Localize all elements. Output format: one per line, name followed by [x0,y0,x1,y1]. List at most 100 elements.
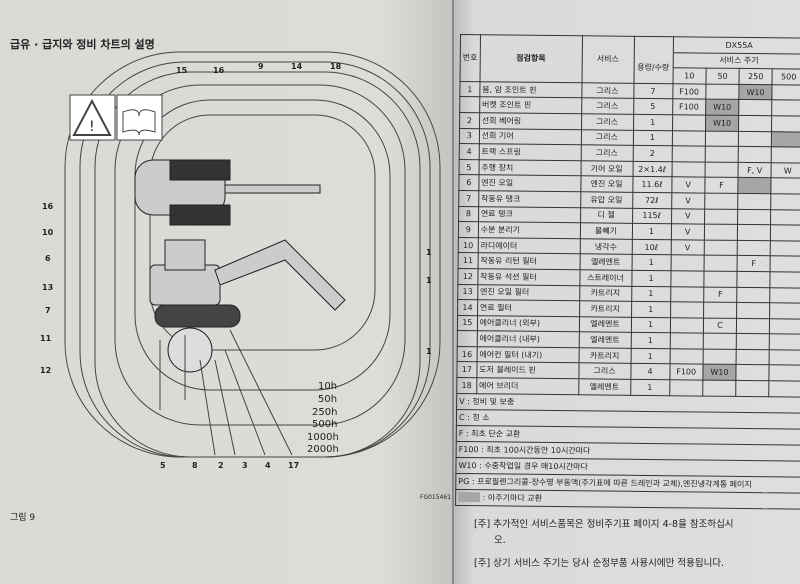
header-qty: 용량/수량 [633,51,673,84]
row-item: 작동유 석션 필터 [477,268,580,286]
legend-text: V : 정비 및 보충 [459,396,515,407]
row-interval-cell [670,270,704,287]
row-interval-cell: V [671,192,705,209]
row-qty: 1 [631,270,671,287]
row-service: 엘레멘트 [579,254,632,271]
row-qty: 2×1.4ℓ [632,161,672,178]
row-service: 엘레멘트 [578,332,632,349]
row-interval-cell [705,146,739,163]
callout: 16 [213,66,225,75]
row-number: 15 [457,315,478,331]
row-number: 6 [458,174,479,191]
row-qty: 1 [631,223,672,240]
row-service: 엘레멘트 [578,316,632,333]
row-number: 16 [457,346,477,363]
callout: 15 [176,66,188,75]
right-page: 번호 점검항목 서비스 DX55A 용량/수량 서비스 주기 10 50 250… [454,0,800,584]
note: [주] 상기 서비스 주기는 당사 순정부품 사용시에만 적용됩니다. [474,558,725,569]
row-item: 연료 필터 [477,299,580,317]
interval-label: 500h [312,419,338,430]
row-interval-cell: V [671,208,705,225]
row-interval-cell [703,302,737,319]
row-item: 에어클리너 (내부) [476,330,579,348]
row-interval-cell [771,178,800,195]
row-qty: 10ℓ [631,239,671,256]
row-interval-cell [704,193,738,209]
row-interval-cell [769,334,800,350]
row-service: 엔진 오일 [580,176,633,193]
row-item: 엔진 오일 [478,175,581,192]
row-interval-cell [770,224,800,241]
row-qty: 1 [631,301,671,318]
row-service: 유압 오일 [580,191,633,208]
row-interval-cell: V [671,177,705,194]
row-interval-cell: F, V [738,162,772,179]
row-interval-cell [703,270,738,287]
row-interval-cell: F [704,177,739,194]
row-qty: 1 [631,316,671,333]
row-interval-cell: F [703,286,737,303]
maintenance-table: 번호 점검항목 서비스 DX55A 용량/수량 서비스 주기 10 50 250… [455,34,800,509]
row-qty: 115ℓ [632,207,672,224]
row-interval-cell: F100 [672,99,706,116]
row-interval-cell: W10 [738,84,773,101]
row-number: 8 [458,206,479,222]
left-page: 급유 · 급지와 정비 차트의 설명 ! 10h 50h 250h 500h 1… [0,0,452,584]
callout: 11 [40,334,52,343]
row-item: 도저 블레이드 핀 [476,362,579,379]
row-qty: 4 [630,363,670,380]
row-interval-cell: W10 [705,115,739,131]
row-number: 1 [459,81,480,98]
row-number: 12 [457,268,478,285]
row-item: 에어컨 필터 (내기) [476,346,579,364]
legend-text: C : 청 소 [458,412,490,422]
row-interval-cell [669,317,704,334]
row-service: 카트리지 [579,300,632,317]
row-interval-cell [669,379,703,396]
row-interval-cell [736,302,770,319]
header-service: 서비스 [581,35,635,84]
row-interval-cell [737,193,772,210]
row-number: 10 [458,237,479,254]
row-service: 그리스 [581,98,634,115]
row-service: 그리스 [578,363,631,380]
row-item: 수분 분리기 [478,221,581,239]
row-interval-cell [735,364,770,381]
row-interval-cell [737,224,771,241]
row-item: 에어클리너 (외부) [477,315,580,333]
callout: 18 [330,62,342,71]
row-interval-cell [771,115,800,132]
row-interval-cell [770,240,800,257]
row-interval-cell [669,348,704,365]
row-qty: 7 [633,83,673,100]
interval-label: 1000h [307,432,339,443]
row-interval-cell [769,287,800,304]
callout: 1 [426,276,432,285]
shade-swatch [458,492,481,503]
row-item: 버켓 조인트 핀 [479,97,582,114]
legend-text: F100 : 최초 100시간동안 10시간마다 [458,444,591,456]
callout: 1 [426,248,432,257]
lubrication-chart-diagram: ! [64,51,441,458]
row-item: 붐, 암 조인트 핀 [479,81,582,99]
row-service: 카트리지 [578,347,631,364]
row-interval-cell [771,131,800,148]
row-interval-cell [737,177,772,194]
row-interval-cell [672,114,706,131]
row-interval-cell: F100 [672,83,706,100]
callout: 12 [40,366,52,375]
legend-text: PG : 프로필렌그리콜-장수명 부동액(주기표에 따른 드레인과 교체),엔진… [458,476,752,489]
row-service: 냉각수 [579,238,632,255]
legend-text: : 아주기마다 교환 [480,492,543,503]
row-number: 14 [457,299,478,316]
excavator-top-view-icon [134,159,321,226]
header-item: 점검항목 [479,34,583,83]
row-qty: 1 [630,332,670,349]
row-interval-cell [670,301,704,318]
row-item: 작동유 리턴 필터 [477,253,580,270]
callout: 8 [192,461,198,470]
row-qty: 1 [633,114,673,131]
note: [주] 추가적인 서비스품목은 정비주기표 페이지 4-8을 참조하십시 [474,519,734,530]
row-interval-cell [738,99,773,116]
row-number: 18 [456,377,477,394]
